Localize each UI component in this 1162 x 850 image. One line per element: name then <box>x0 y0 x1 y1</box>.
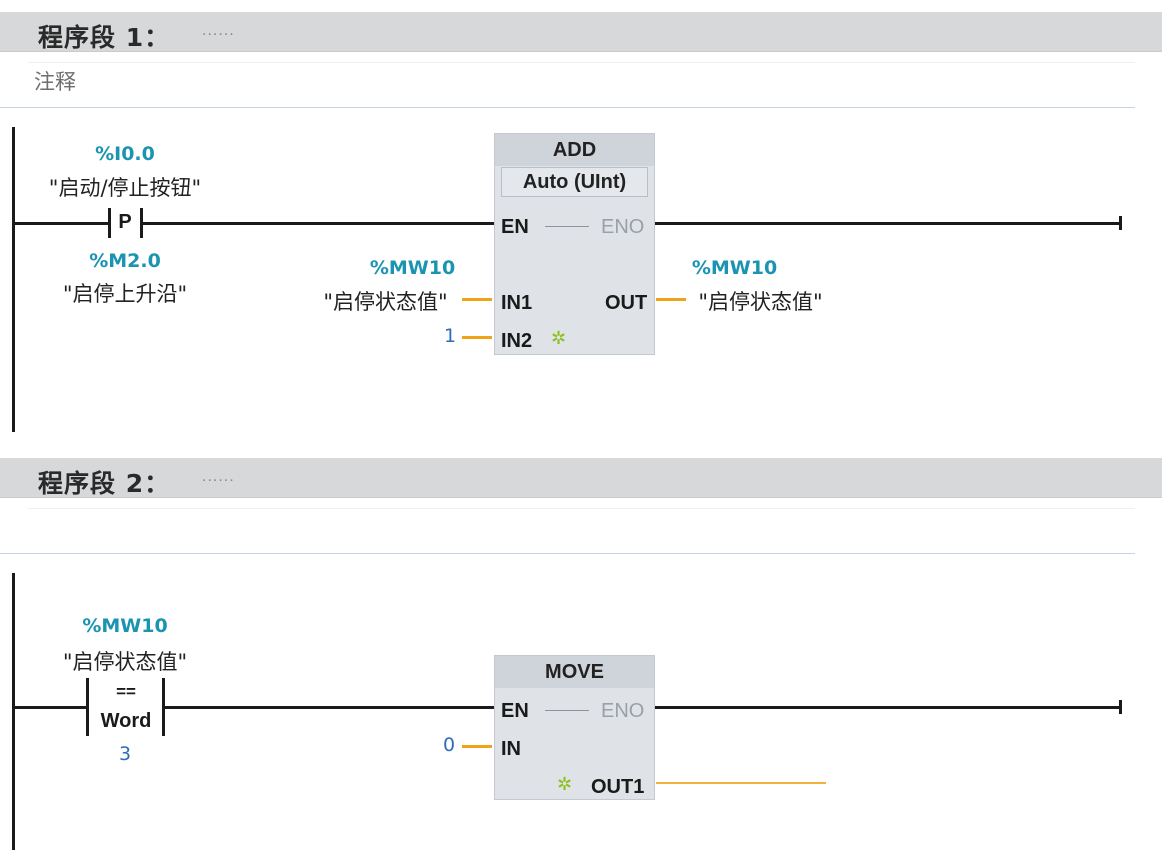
add-en-eno-line <box>545 226 589 227</box>
contact-tag[interactable]: "启动/停止按钮" <box>48 176 202 200</box>
add-block-name: ADD <box>495 134 654 166</box>
network-2-wire-left <box>12 706 88 709</box>
network-1-comment[interactable]: 注释 <box>34 70 76 94</box>
move-block-name: MOVE <box>495 656 654 688</box>
move-output-pin-icon[interactable]: ✲ <box>557 774 573 794</box>
add-in2-value[interactable]: 1 <box>444 325 457 347</box>
move-in-connection <box>462 745 492 748</box>
add-input-pin-icon[interactable]: ✲ <box>551 328 567 348</box>
add-out-connection <box>656 298 686 301</box>
edge-memory-address[interactable]: %M2.0 <box>89 250 161 272</box>
network-1-comment-area[interactable] <box>0 52 1135 108</box>
comment-divider <box>28 508 1135 509</box>
edge-memory-tag[interactable]: "启停上升沿" <box>62 282 188 306</box>
add-pin-in2[interactable]: IN2 <box>501 330 533 352</box>
add-pin-eno[interactable]: ENO <box>601 216 645 238</box>
add-pin-en[interactable]: EN <box>501 216 529 238</box>
contact-address[interactable]: %I0.0 <box>95 143 155 165</box>
compare-address[interactable]: %MW10 <box>82 615 168 637</box>
add-block-datatype-select[interactable]: Auto (UInt) <box>501 167 648 197</box>
network-1-wire-mid <box>142 222 495 225</box>
add-pin-in1[interactable]: IN1 <box>501 292 533 314</box>
move-out1-connection <box>656 782 826 784</box>
add-out-tag[interactable]: "启停状态值" <box>698 290 823 314</box>
compare-datatype[interactable]: Word <box>100 710 152 732</box>
network-1-power-rail <box>12 127 15 432</box>
add-block[interactable]: ADD Auto (UInt) EN ENO IN1 OUT IN2 ✲ <box>494 133 655 355</box>
move-in-value[interactable]: 0 <box>443 734 456 756</box>
network-1-header[interactable]: 程序段 1： ...... <box>0 12 1162 52</box>
comment-divider <box>28 62 1135 63</box>
network-2-title: 程序段 2： <box>38 469 171 498</box>
network-1-title-placeholder[interactable]: ...... <box>202 22 235 39</box>
contact-p-symbol: P <box>118 211 132 233</box>
network-1-title: 程序段 1： <box>38 23 171 52</box>
add-pin-out[interactable]: OUT <box>605 292 648 314</box>
network-2-header[interactable]: 程序段 2： ...... <box>0 458 1162 498</box>
compare-operator: == <box>116 682 136 701</box>
network-1-wire-right <box>655 222 1121 225</box>
network-1-wire-end <box>1119 216 1122 230</box>
compare-contact-left-bar[interactable] <box>86 678 89 736</box>
compare-value[interactable]: 3 <box>119 743 132 765</box>
move-pin-eno[interactable]: ENO <box>601 700 645 722</box>
compare-contact-right-bar[interactable] <box>162 678 165 736</box>
add-in1-address[interactable]: %MW10 <box>369 257 456 279</box>
network-2-wire-end <box>1119 700 1122 714</box>
move-pin-en[interactable]: EN <box>501 700 529 722</box>
network-2-comment-area[interactable] <box>0 498 1135 554</box>
move-pin-in[interactable]: IN <box>501 738 521 760</box>
add-in2-connection <box>462 336 492 339</box>
move-en-eno-line <box>545 710 589 711</box>
add-out-address[interactable]: %MW10 <box>691 257 778 279</box>
add-in1-tag[interactable]: "启停状态值" <box>323 290 448 314</box>
compare-tag[interactable]: "启停状态值" <box>62 650 188 674</box>
move-block[interactable]: MOVE EN ENO IN ✲ OUT1 <box>494 655 655 800</box>
network-2-wire-right <box>655 706 1121 709</box>
network-1-wire-left <box>12 222 110 225</box>
network-2-power-rail <box>12 573 15 850</box>
add-in1-connection <box>462 298 492 301</box>
network-2-title-placeholder[interactable]: ...... <box>202 468 235 485</box>
contact-p-left-bar[interactable] <box>108 208 111 238</box>
move-pin-out1[interactable]: OUT1 <box>591 776 645 798</box>
contact-p-right-bar[interactable] <box>140 208 143 238</box>
network-2-wire-mid <box>164 706 495 709</box>
